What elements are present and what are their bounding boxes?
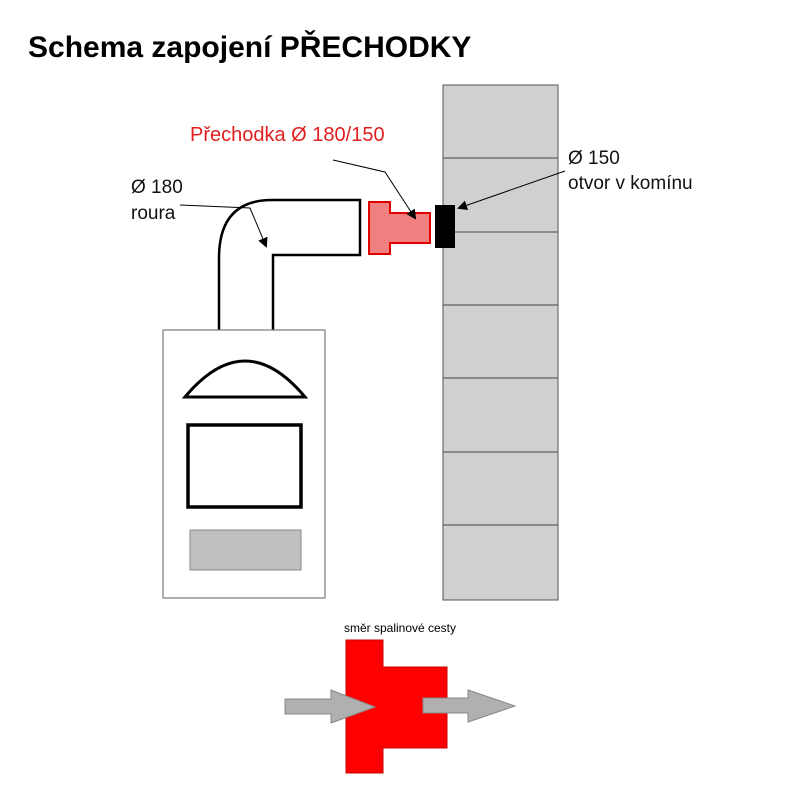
stove [162,329,326,599]
opening-name-label: otvor v komínu [568,173,693,194]
opening-leader [457,170,566,211]
page-title: Schema zapojení PŘECHODKY [28,30,471,64]
flow-direction-label: směr spalinové cesty [344,621,456,635]
chimney [442,84,559,601]
chimney-opening [435,205,455,248]
inlet-arrow [284,689,377,724]
pipe-elbow [217,198,362,330]
adapter-shape [368,201,431,255]
pipe-leader [179,204,268,248]
opening-diameter-label: Ø 150 [568,148,620,169]
adapter-label: Přechodka Ø 180/150 [190,124,385,146]
outlet-arrow [422,689,517,723]
adapter-leader [332,159,417,220]
flow-adapter-shape [345,639,448,774]
pipe-name-label: roura [131,203,176,224]
pipe-diameter-label: Ø 180 [131,177,183,198]
